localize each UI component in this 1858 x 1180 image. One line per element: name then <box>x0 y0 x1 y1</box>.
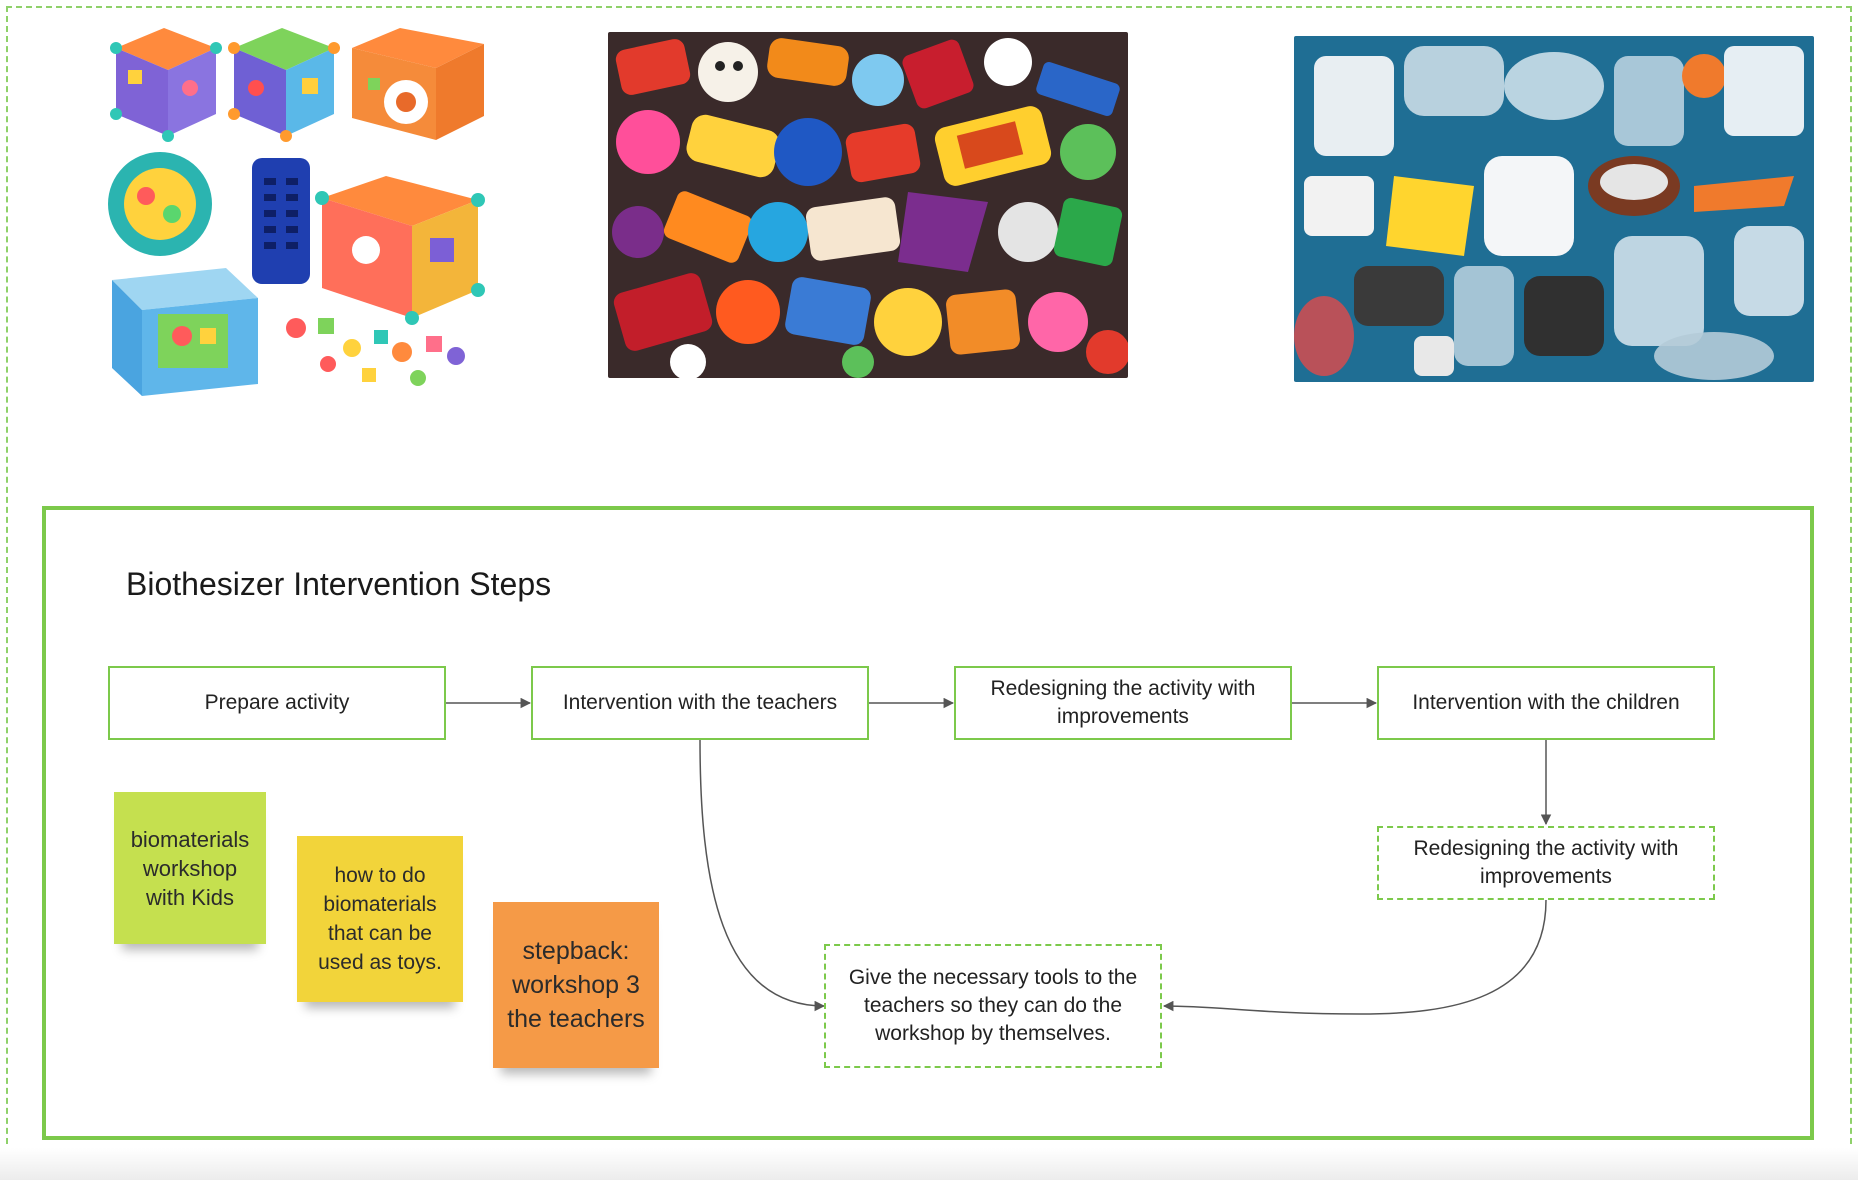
toy-pile-image[interactable] <box>608 32 1128 378</box>
step-intervention-children[interactable]: Intervention with the children <box>1377 666 1715 740</box>
sticky-note-text: stepback: workshop 3 the teachers <box>507 937 645 1033</box>
step-redesign-activity[interactable]: Redesigning the activity with improvemen… <box>954 666 1292 740</box>
sticky-note-text: biomaterials workshop with Kids <box>130 826 250 910</box>
step-prepare-activity[interactable]: Prepare activity <box>108 666 446 740</box>
canvas-bottom-edge <box>0 1148 1858 1180</box>
sticky-note-biomaterials-toys[interactable]: how to do biomaterials that can be used … <box>297 836 463 1002</box>
sticky-note-biomaterials-workshop[interactable]: biomaterials workshop with Kids <box>114 792 266 944</box>
toy-cubes-image[interactable] <box>106 18 490 396</box>
step-intervention-teachers[interactable]: Intervention with the teachers <box>531 666 869 740</box>
sticky-note-stepback[interactable]: stepback: workshop 3 the teachers <box>493 902 659 1068</box>
step-give-tools[interactable]: Give the necessary tools to the teachers… <box>824 944 1162 1068</box>
plastic-waste-image[interactable] <box>1294 36 1814 382</box>
frame-title: Biothesizer Intervention Steps <box>126 566 552 602</box>
sticky-note-text: how to do biomaterials that can be used … <box>318 864 442 974</box>
step-redesign-activity-2[interactable]: Redesigning the activity with improvemen… <box>1377 826 1715 900</box>
